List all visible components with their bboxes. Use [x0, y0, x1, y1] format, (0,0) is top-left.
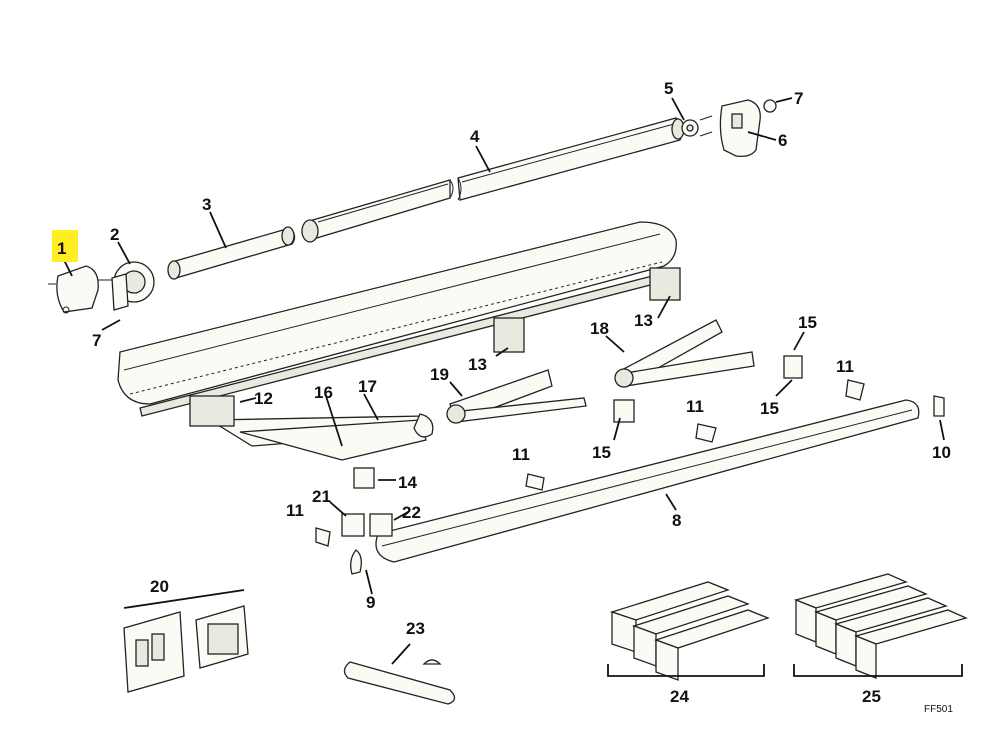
- motor-head-2: [98, 261, 155, 311]
- callout-24: 24: [670, 687, 689, 706]
- callout-15-a: 15: [592, 443, 611, 462]
- callout-23: 23: [406, 619, 425, 638]
- callout-9: 9: [366, 593, 375, 612]
- callout-11-a: 11: [286, 501, 304, 520]
- end-cap-6: [719, 99, 777, 158]
- arm-19: [446, 317, 587, 424]
- channels-24: [609, 581, 770, 681]
- callout-3: 3: [202, 195, 211, 214]
- callout-25: 25: [862, 687, 881, 706]
- strap-23: [343, 659, 456, 705]
- callout-labels: 1 2 3 4 5 6 7 7 8 9 10 11 11 11 11 12 13…: [57, 79, 953, 715]
- highlight-marker: [52, 230, 78, 262]
- callout-13-a: 13: [468, 355, 487, 374]
- callout-17: 17: [358, 377, 377, 396]
- fasteners-11: [315, 379, 865, 547]
- end-cap-1: [48, 265, 99, 314]
- figure-code: FF501: [924, 704, 953, 715]
- callout-7-left: 7: [92, 331, 101, 350]
- lead-rail-8: [375, 399, 920, 563]
- switch-plate-20: [123, 605, 249, 693]
- callout-19: 19: [430, 365, 449, 384]
- callout-21: 21: [312, 487, 331, 506]
- callout-4: 4: [470, 127, 480, 146]
- callout-22: 22: [402, 503, 421, 522]
- callout-16: 16: [314, 383, 333, 402]
- roller-tube: [167, 117, 685, 280]
- callout-12: 12: [254, 389, 273, 408]
- small-brackets: [341, 355, 945, 575]
- end-bracket-5: [681, 115, 713, 137]
- callout-14: 14: [398, 473, 417, 492]
- callout-13-b: 13: [634, 311, 653, 330]
- callout-15-c: 15: [798, 313, 817, 332]
- leader-lines: [63, 97, 945, 665]
- callout-8: 8: [672, 511, 681, 530]
- callout-11-c: 11: [686, 397, 704, 416]
- callout-10: 10: [932, 443, 951, 462]
- arm-18: [614, 267, 755, 388]
- callout-2: 2: [110, 225, 119, 244]
- callout-11-d: 11: [836, 357, 854, 376]
- callout-7-top: 7: [794, 89, 803, 108]
- callout-11-b: 11: [512, 445, 530, 464]
- callout-18: 18: [590, 319, 609, 338]
- callout-5: 5: [664, 79, 673, 98]
- arm-16-17: [189, 395, 434, 461]
- callout-20: 20: [150, 577, 169, 596]
- callout-1: 1: [57, 239, 66, 258]
- callout-15-b: 15: [760, 399, 779, 418]
- channels-25: [793, 573, 968, 679]
- awning-housing: [117, 221, 677, 417]
- group-brackets: [123, 589, 963, 677]
- callout-6: 6: [778, 131, 787, 150]
